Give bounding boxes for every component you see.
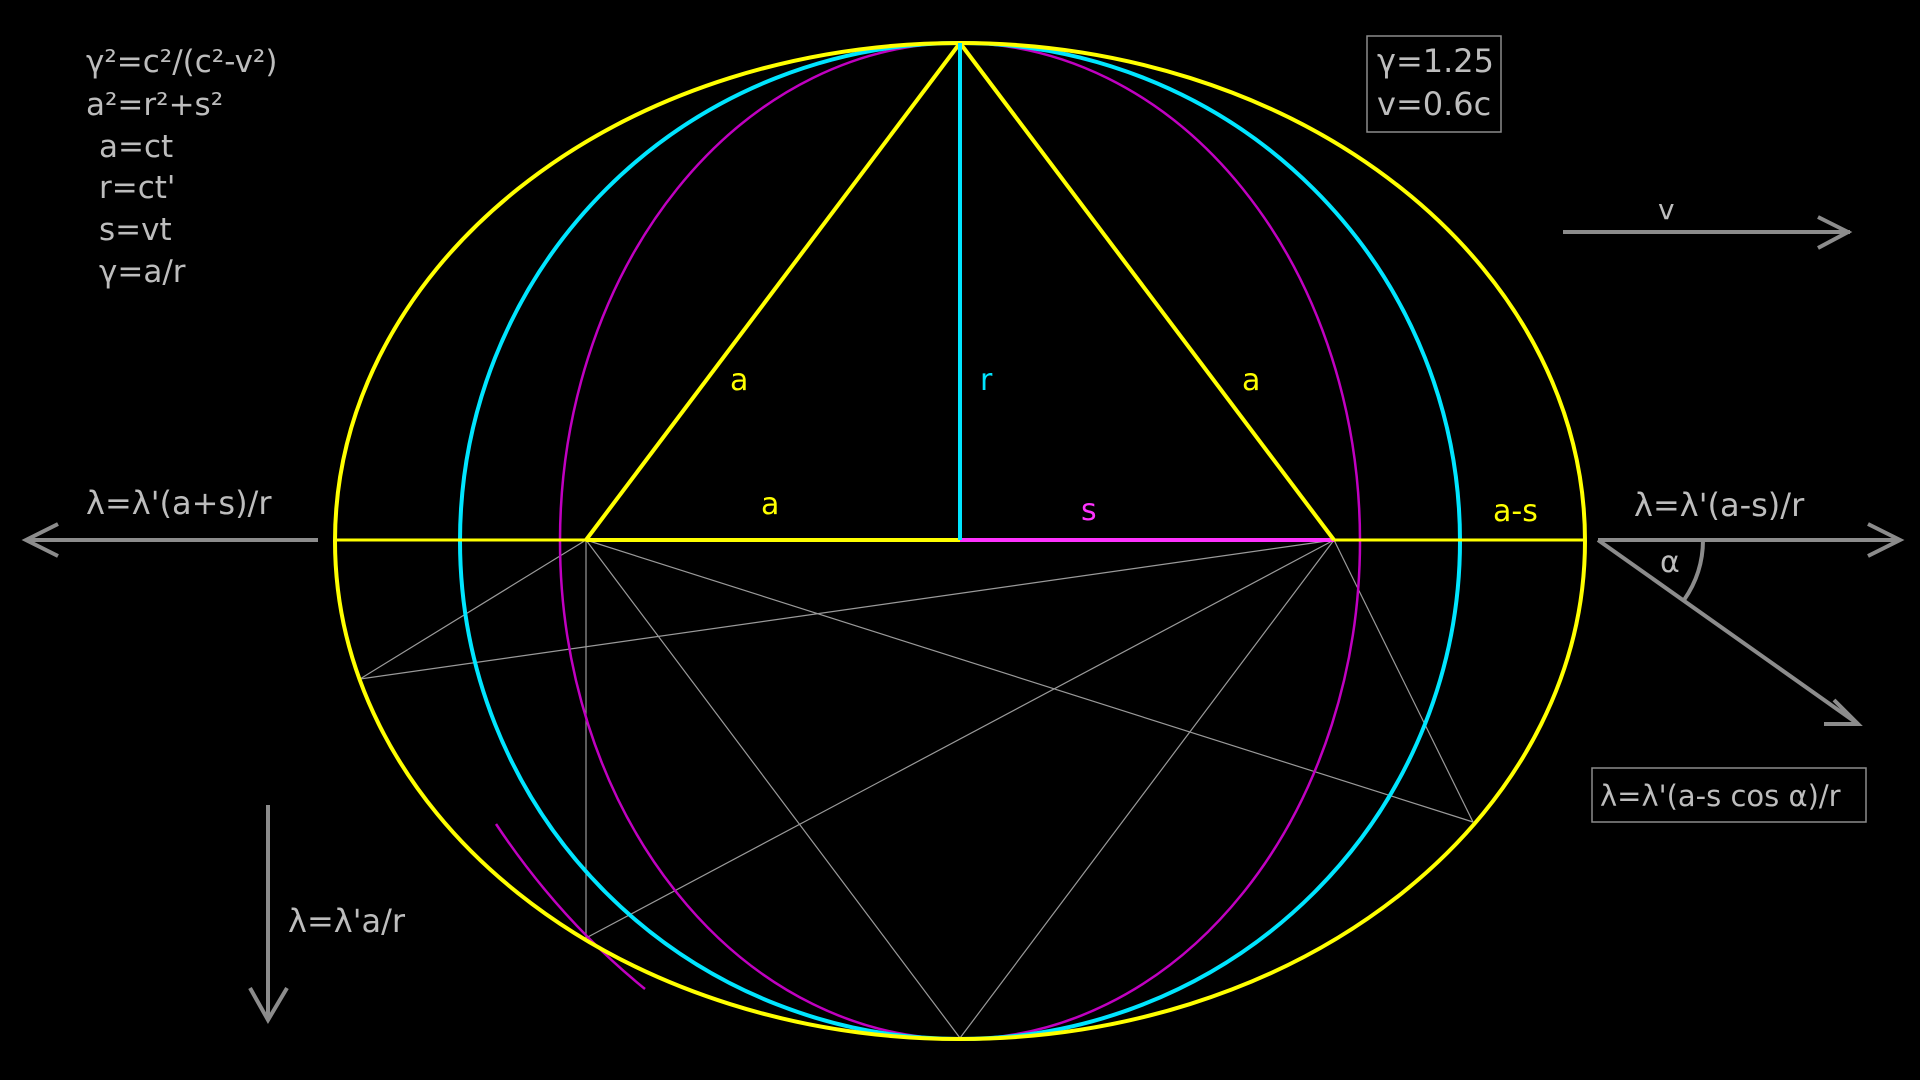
left-wavelength-formula: λ=λ'(a+s)/r [86, 484, 272, 522]
velocity-arrow-head [1817, 215, 1853, 250]
parameter-box: γ=1.25 v=0.6c [1366, 35, 1502, 133]
velocity-arrow [1563, 215, 1853, 250]
angle-arc [1682, 539, 1705, 602]
construction-line [359, 539, 1335, 680]
label-left-hypotenuse: a [730, 363, 748, 398]
formula-gamma: γ=a/r [99, 254, 186, 290]
purple-arc-fragment [494, 823, 646, 990]
formula-gamma-squared: γ²=c²/(c²-v²) [86, 44, 277, 80]
velocity-value: v=0.6c [1377, 85, 1491, 123]
left-arrow-head [21, 522, 59, 558]
velocity-arrow-label: v [1658, 193, 1675, 226]
angle-alpha-label: α [1660, 545, 1680, 580]
angled-formula-box: λ=λ'(a-s cos α)/r [1591, 767, 1867, 823]
label-right-base: s [1081, 493, 1097, 528]
angled-arrow [1596, 538, 1863, 726]
label-vertical-r: r [980, 363, 993, 398]
label-outer-right: a-s [1493, 494, 1538, 529]
label-right-hypotenuse: a [1242, 363, 1260, 398]
construction-line [585, 539, 961, 1039]
construction-line [359, 539, 587, 680]
left-hypotenuse [584, 41, 962, 542]
formula-s: s=vt [99, 212, 172, 248]
down-wavelength-formula: λ=λ'a/r [288, 902, 406, 940]
down-arrow-head [248, 986, 289, 1024]
construction-lines [359, 539, 1474, 1039]
label-left-base: a [761, 487, 779, 522]
left-arrow [21, 522, 318, 558]
construction-line [585, 539, 1474, 823]
formula-pythagoras: a²=r²+s² [86, 87, 223, 123]
down-arrow [248, 805, 289, 1024]
construction-line [959, 539, 1335, 1039]
angled-wavelength-formula: λ=λ'(a-s cos α)/r [1600, 779, 1841, 813]
formula-block: γ²=c²/(c²-v²) a²=r²+s² a=ct r=ct' s=vt γ… [86, 44, 277, 290]
right-hypotenuse [958, 41, 1336, 542]
construction-line [1333, 539, 1474, 823]
right-wavelength-formula: λ=λ'(a-s)/r [1634, 486, 1805, 524]
gamma-value: γ=1.25 [1377, 42, 1494, 80]
angled-arrow-head [1824, 698, 1863, 726]
right-arrow-head [1867, 522, 1905, 558]
angled-arrow-shaft [1596, 538, 1860, 726]
parameter-box-frame [1366, 35, 1502, 133]
formula-a: a=ct [99, 129, 173, 165]
right-arrow [1598, 522, 1905, 558]
construction-line [585, 539, 1335, 939]
formula-r: r=ct' [99, 170, 175, 206]
angled-formula-frame [1591, 767, 1867, 823]
